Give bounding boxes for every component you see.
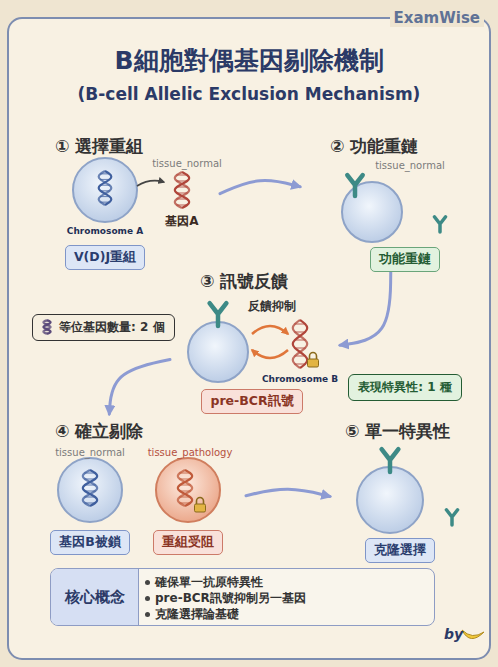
dna-strand (175, 172, 189, 208)
lock-body (308, 359, 319, 367)
step-panel: ④ 確立剔除基因B被鎖重組受阻 (40, 414, 250, 557)
node-label: V(D)J重組 (65, 245, 145, 270)
lock-shackle (310, 353, 317, 360)
subtitle: (B-cell Allelic Exclusion Mechanism) (78, 84, 421, 104)
antibody-stem (446, 510, 457, 525)
b-cell (342, 182, 402, 242)
flow-arrow (340, 272, 391, 345)
info-box: 等位基因數量: 2 個 (32, 314, 175, 341)
info-box: 表現特異性: 1 種 (348, 374, 462, 401)
dna-strand (83, 470, 97, 506)
panel-frame (8, 18, 490, 659)
concept-item: 克隆選擇論基礎 (155, 607, 239, 622)
banana-icon (462, 630, 484, 639)
tissue-tag: tissue_normal (375, 160, 445, 171)
dna-helix (43, 320, 50, 334)
dna-strand (178, 470, 192, 506)
node-label: 等位基因數量: 2 個 (59, 319, 165, 336)
antibody-stem (210, 303, 227, 326)
step-heading: ④ 確立剔除 (55, 420, 143, 443)
node-label: 功能重鏈 (370, 247, 440, 272)
dna-helix (293, 320, 307, 368)
dna-helix (175, 172, 189, 208)
flow-arrow (109, 359, 170, 414)
dna-strand (99, 171, 112, 205)
step-panel: ⑤ 單一特異性克隆選擇 (330, 414, 470, 564)
node-label: 基因B被鎖 (50, 530, 130, 555)
node-label: 表現特異性: 1 種 (358, 379, 452, 396)
tissue-tag: tissue_pathology (148, 447, 233, 458)
feedback-label: 反饋抑制 (248, 298, 296, 315)
recombination-arrow (137, 181, 164, 186)
antibody-stem (347, 175, 362, 196)
antibody-y (347, 175, 362, 196)
lock-icon (308, 353, 319, 368)
brand-mark: ExamWise (390, 9, 484, 27)
dna-strand (178, 470, 192, 506)
lock-body (195, 504, 206, 512)
step-panel: ③ 訊號反饋 pre-BCR訊號 (170, 270, 340, 412)
b-cell (188, 322, 248, 382)
concept-box: 核心概念 確保單一抗原特異性pre-BCR訊號抑制另一基因克隆選擇論基礎 (50, 568, 435, 626)
dna-strand (293, 320, 307, 368)
bullet-dot (145, 612, 150, 617)
step-heading: ③ 訊號反饋 (200, 270, 288, 293)
tissue-tag: tissue_normal (55, 447, 125, 458)
title-heading: B細胞對偶基因剔除機制 (0, 44, 498, 77)
antibody-y (382, 449, 399, 472)
antibody-stem (382, 449, 399, 472)
b-cell (357, 467, 423, 533)
gene-label: 基因A (165, 213, 198, 230)
step-panel: ② 功能重鏈功能重鏈 (300, 130, 465, 272)
node-label: 重組受阻 (153, 530, 223, 555)
signature: by (444, 626, 463, 642)
step-heading: ① 選擇重組 (55, 135, 143, 158)
node-label: 克隆選擇 (365, 538, 435, 563)
lock-icon (195, 498, 206, 512)
bullet-dot (145, 596, 150, 601)
concept-item: pre-BCR訊號抑制另一基因 (155, 591, 306, 606)
bullet-dot (145, 580, 150, 585)
step-heading: ② 功能重鏈 (330, 135, 418, 158)
chromosome-label: Chromosome A (67, 226, 143, 236)
feedback-arrow (252, 326, 288, 334)
chromosome-label: Chromosome B (262, 374, 338, 384)
step-panel: ① 選擇重組 V(D)J重組 (40, 130, 220, 278)
b-cell (73, 158, 137, 222)
dna-helix (99, 171, 112, 205)
b-cell (156, 458, 220, 522)
antibody-y (210, 303, 227, 326)
antibody-y (446, 510, 457, 525)
node-label: pre-BCR訊號 (201, 389, 302, 414)
flow-arrow (220, 181, 300, 194)
dna-icon (40, 319, 54, 335)
dna-helix (178, 470, 192, 506)
concept-heading: 核心概念 (51, 569, 139, 625)
dna-strand (293, 320, 307, 368)
dna-strand (175, 172, 189, 208)
dna-strand (43, 320, 50, 334)
step-heading: ⑤ 單一特異性 (345, 420, 450, 443)
antibody-stem (434, 217, 445, 232)
dna-strand (43, 320, 50, 334)
b-cell (58, 458, 122, 522)
lock-shackle (197, 498, 204, 504)
flow-arrow (246, 489, 330, 496)
dna-strand (83, 470, 97, 506)
antibody-y (434, 217, 445, 232)
dna-helix (83, 470, 97, 506)
concept-item: 確保單一抗原特異性 (155, 575, 263, 590)
feedback-arrow (252, 350, 288, 358)
tissue-tag: tissue_normal (152, 158, 222, 169)
dna-strand (99, 171, 112, 205)
